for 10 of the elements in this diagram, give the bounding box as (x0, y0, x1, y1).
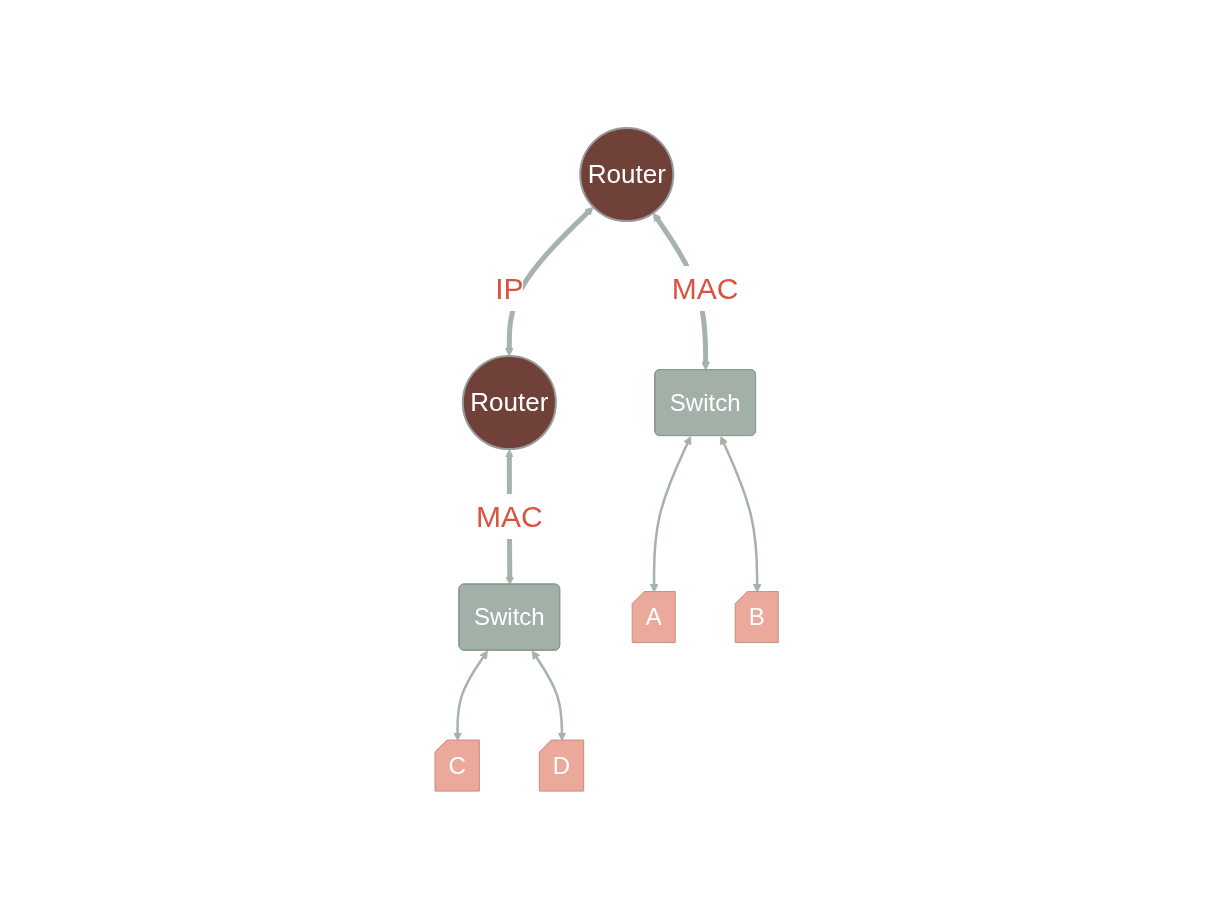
edge-label: IP (495, 272, 524, 306)
arrow (453, 650, 488, 742)
edge-label: MAC (475, 500, 543, 534)
node-circle: Router (579, 127, 675, 223)
edge-label: MAC (671, 272, 739, 306)
node-circle: Router (461, 355, 557, 451)
arrow (649, 436, 692, 593)
arrow (531, 650, 567, 742)
arrow (719, 436, 762, 593)
arrow (504, 207, 594, 357)
